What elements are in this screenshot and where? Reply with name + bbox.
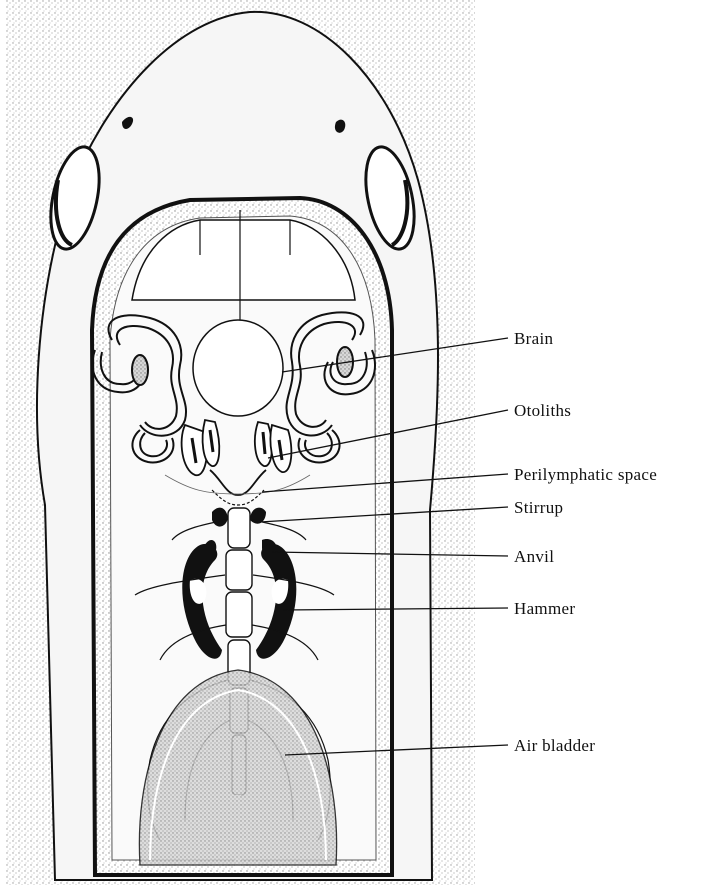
label-perilymphatic-space: Perilymphatic space <box>514 465 657 484</box>
label-air-bladder: Air bladder <box>514 736 595 755</box>
label-hammer: Hammer <box>514 599 575 618</box>
brain <box>193 320 283 416</box>
label-stirrup: Stirrup <box>514 498 563 517</box>
label-otoliths: Otoliths <box>514 401 571 420</box>
label-anvil: Anvil <box>514 547 554 566</box>
label-brain: Brain <box>514 329 553 348</box>
